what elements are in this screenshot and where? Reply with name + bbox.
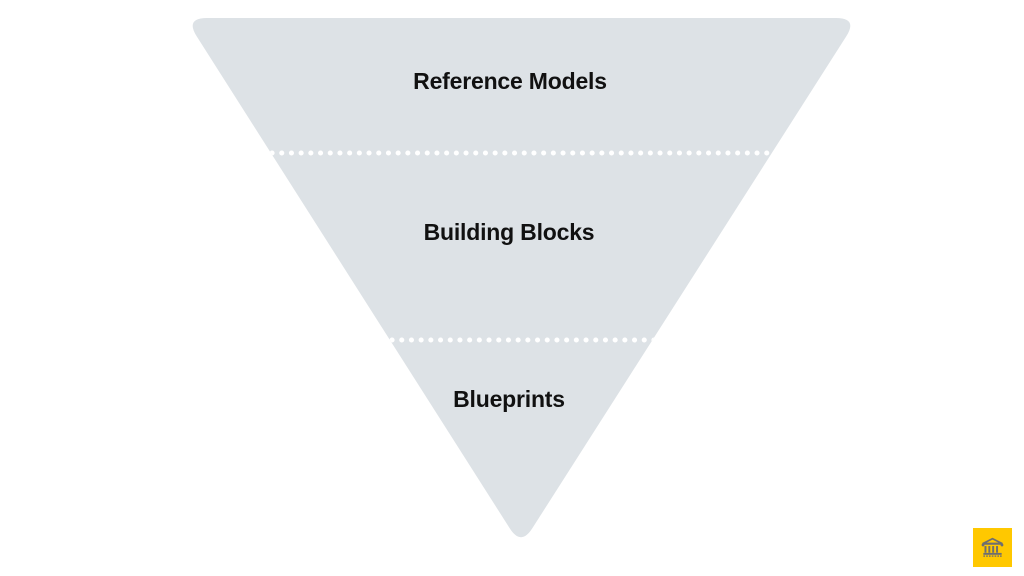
tier-label-text: Building Blocks	[423, 219, 595, 245]
funnel-tier-label-reference-models: Reference Models	[0, 70, 1024, 93]
bank-icon	[980, 535, 1005, 560]
funnel-tier-label-building-blocks: Building Blocks	[0, 221, 1024, 244]
funnel-tier-label-blueprints: Blueprints	[0, 388, 1024, 411]
brand-badge	[973, 528, 1012, 567]
funnel-body	[192, 18, 851, 538]
tier-label-text: Blueprints	[453, 386, 565, 412]
tier-label-text: Reference Models	[413, 68, 607, 94]
